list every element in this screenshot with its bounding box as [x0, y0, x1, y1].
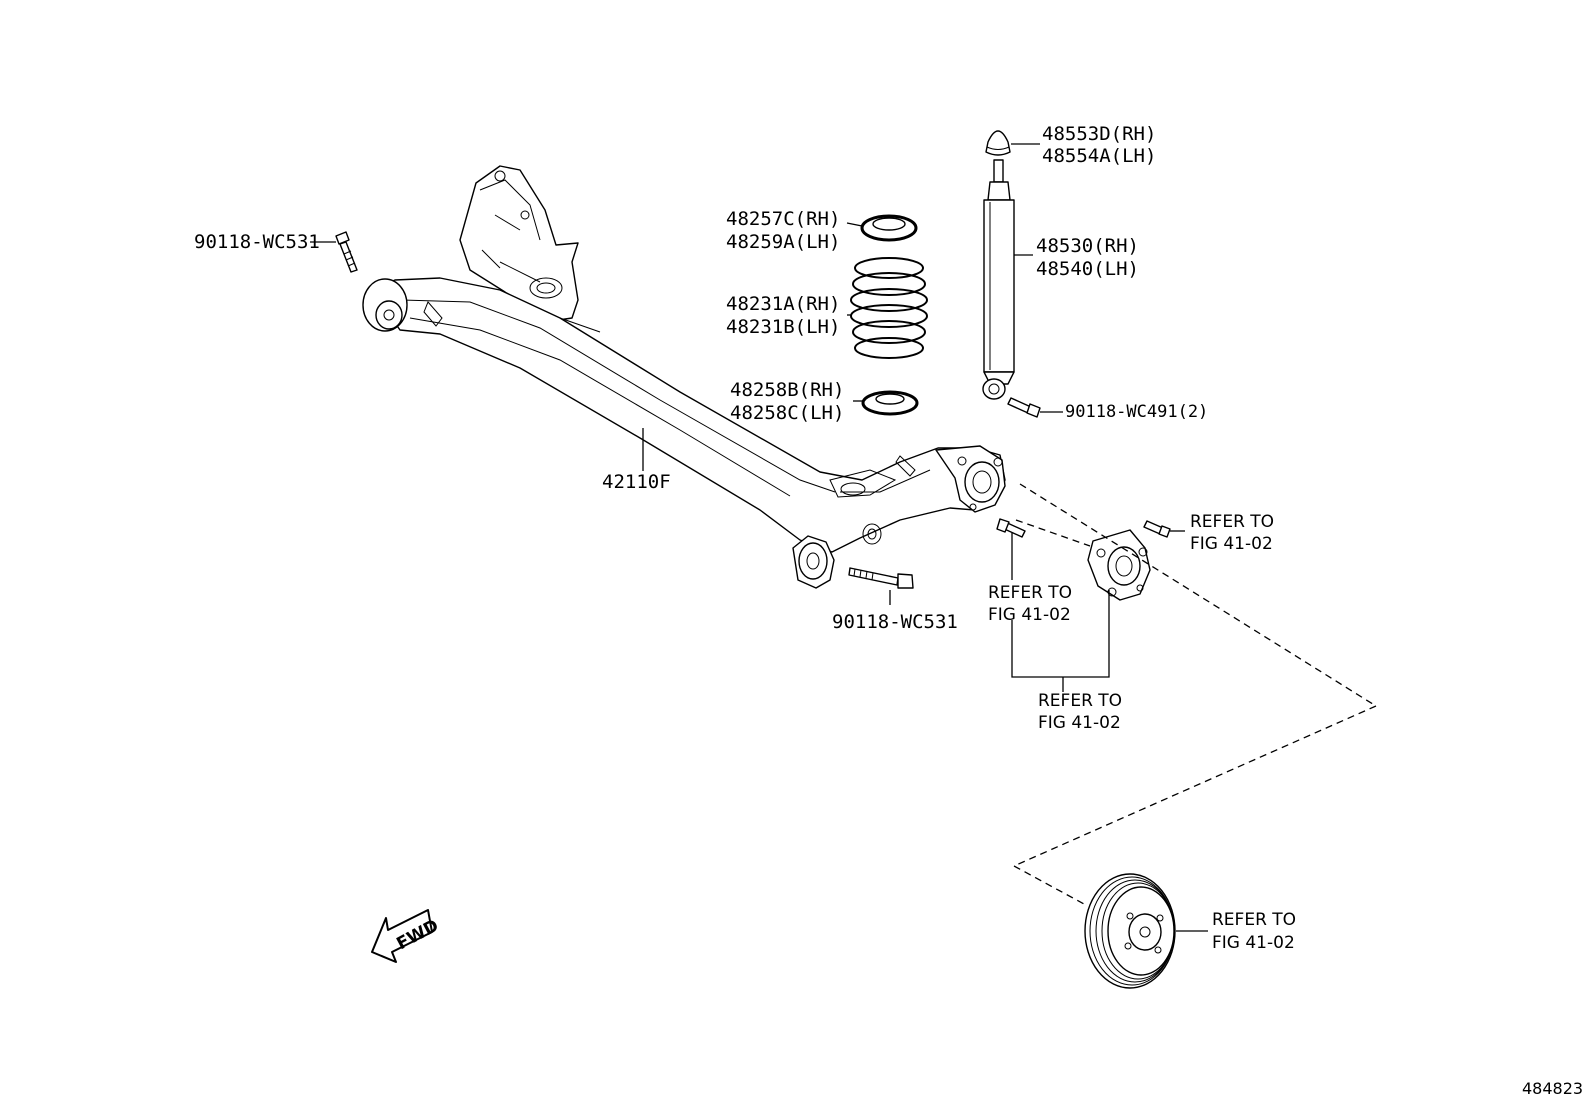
label-drum-fig: FIG 41-02: [1212, 933, 1295, 953]
label-absorber-lh: 48540(LH): [1036, 258, 1139, 280]
label-drum-refer: REFER TO: [1212, 910, 1296, 930]
bolt-90118-wc531-right[interactable]: [848, 567, 914, 589]
hub-bolt[interactable]: [1143, 520, 1171, 538]
label-stud-refer: REFER TO: [988, 583, 1072, 603]
label-spring-rh: 48231A(RH): [726, 293, 840, 315]
label-absorber-bolt: 90118-WC491(2): [1065, 402, 1208, 422]
label-axle-beam: 42110F: [602, 471, 671, 493]
hub-stud[interactable]: [996, 518, 1026, 538]
label-hub-bolt-refer: REFER TO: [1190, 512, 1274, 532]
label-bump-stop-lh: 48554A(LH): [1042, 145, 1156, 167]
upper-spring-insulator[interactable]: [860, 214, 918, 242]
diagram-number: 484823: [1522, 1079, 1583, 1098]
bolt-90118-wc531-left[interactable]: [335, 231, 358, 273]
absorber-bolt[interactable]: [1007, 397, 1041, 418]
label-upper-insulator-lh: 48259A(LH): [726, 231, 840, 253]
brake-drum[interactable]: [1084, 873, 1176, 989]
hub-bearing[interactable]: [1087, 529, 1151, 601]
assembly-dashed-lines: [1013, 483, 1377, 905]
label-bolt-90118-wc531-right: 90118-WC531: [832, 611, 958, 633]
label-lower-insulator-lh: 48258C(LH): [730, 402, 844, 424]
label-hub-refer: REFER TO: [1038, 691, 1122, 711]
label-bolt-90118-wc531-left: 90118-WC531: [194, 231, 320, 253]
coil-spring[interactable]: [850, 257, 928, 359]
bump-stop[interactable]: [985, 130, 1011, 156]
label-hub-fig: FIG 41-02: [1038, 713, 1121, 733]
label-lower-insulator-rh: 48258B(RH): [730, 379, 844, 401]
label-stud-fig: FIG 41-02: [988, 605, 1071, 625]
shock-absorber[interactable]: [982, 159, 1015, 400]
lower-spring-insulator[interactable]: [861, 390, 919, 416]
leader-lines: [310, 143, 1208, 932]
label-hub-bolt-fig: FIG 41-02: [1190, 534, 1273, 554]
label-absorber-rh: 48530(RH): [1036, 235, 1139, 257]
forward-arrow: FWD: [371, 909, 442, 963]
axle-beam[interactable]: [362, 165, 1006, 589]
label-upper-insulator-rh: 48257C(RH): [726, 208, 840, 230]
label-bump-stop-rh: 48553D(RH): [1042, 123, 1156, 145]
label-spring-lh: 48231B(LH): [726, 316, 840, 338]
